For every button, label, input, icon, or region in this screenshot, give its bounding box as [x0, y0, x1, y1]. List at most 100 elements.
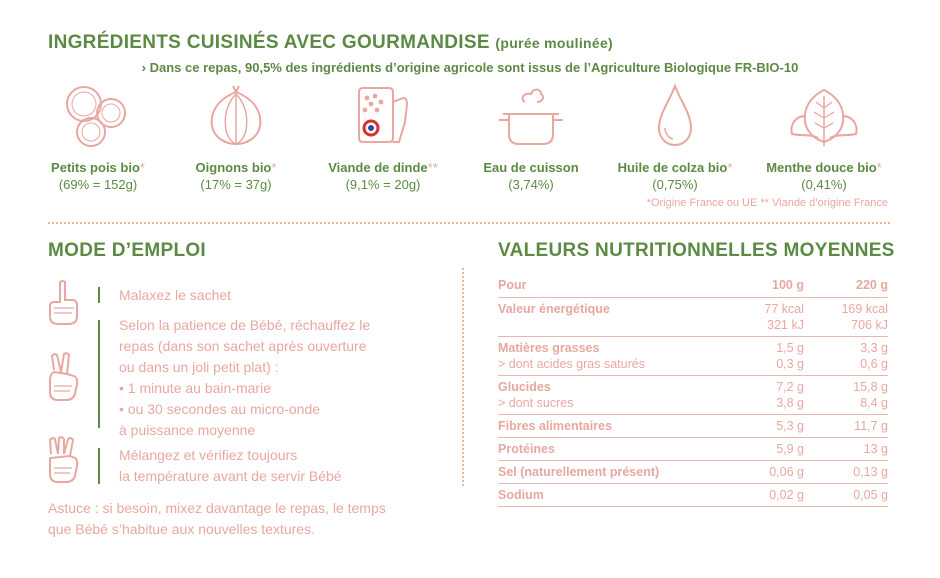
- ingredient-mark: *: [271, 160, 277, 175]
- value-100g-kj: 321 kJ: [767, 318, 804, 332]
- row-label: Sel (naturellement présent): [498, 460, 738, 484]
- step-line: Selon la patience de Bébé, réchauffez le: [119, 317, 371, 333]
- turkey-meat-icon: [358, 87, 409, 143]
- value-220g: 3,3 g: [860, 341, 888, 355]
- ingredient-name: Oignons bio: [195, 160, 272, 175]
- tip-line: Astuce : si besoin, mixez davantage le r…: [48, 500, 386, 516]
- origin-note: *Origine France ou UE ** Viande d’origin…: [646, 197, 888, 209]
- ingredients-subtitle: (purée moulinée): [495, 35, 613, 51]
- step-line: à puissance moyenne: [119, 422, 256, 438]
- value-100g: 5,3 g: [738, 414, 804, 438]
- nutrition-title: VALEURS NUTRITIONNELLES MOYENNES: [498, 240, 895, 261]
- table-row: Fibres alimentaires 5,3 g 11,7 g: [498, 414, 888, 438]
- row-sub-label: > dont sucres: [498, 396, 574, 410]
- value-100g: 0,06 g: [738, 460, 804, 484]
- ingredient-name: Petits pois bio: [51, 160, 140, 175]
- row-label: Valeur énergétique: [498, 297, 738, 337]
- ingredient-qty: (17% = 37g): [200, 177, 272, 192]
- step-bar: [98, 287, 100, 303]
- value-220g-sub: 0,6 g: [860, 357, 888, 371]
- mint-leaf-icon: [790, 88, 858, 146]
- vertical-dotted-divider: [462, 268, 464, 486]
- row-sub-label: > dont acides gras saturés: [498, 357, 645, 371]
- row-label: Glucides: [498, 380, 551, 394]
- ingredients-title-text: INGRÉDIENTS CUISINÉS AVEC GOURMANDISE: [48, 32, 490, 53]
- value-220g: 13 g: [804, 437, 888, 461]
- row-label: Fibres alimentaires: [498, 414, 738, 438]
- tip-line: que Bébé s’habitue aux nouvelles texture…: [48, 521, 315, 537]
- value-220g-sub: 8,4 g: [860, 396, 888, 410]
- value-100g: 77 kcal: [764, 302, 804, 316]
- horizontal-dotted-divider: [48, 222, 890, 224]
- header-col-100g: 100 g: [738, 274, 804, 298]
- ingredient-name: Menthe douce bio: [766, 160, 877, 175]
- step-1-text: Malaxez le sachet: [119, 285, 231, 306]
- header-label: Pour: [498, 274, 738, 298]
- ingredient-onion: Oignons bio* (17% = 37g): [161, 82, 311, 192]
- value-220g: 0,05 g: [804, 483, 888, 507]
- ingredient-name: Eau de cuisson: [483, 160, 579, 175]
- ingredient-name: Huile de colza bio: [617, 160, 728, 175]
- hand-two-fingers-icon: [49, 352, 79, 401]
- row-label: Sodium: [498, 483, 738, 507]
- value-100g: 7,2 g: [776, 380, 804, 394]
- value-100g: 0,02 g: [738, 483, 804, 507]
- onion-icon: [210, 85, 262, 146]
- oil-drop-icon: [657, 83, 693, 147]
- tip-text: Astuce : si besoin, mixez davantage le r…: [48, 498, 386, 540]
- ingredient-qty: (9,1% = 20g): [345, 177, 421, 192]
- ingredients-title: INGRÉDIENTS CUISINÉS AVEC GOURMANDISE (p…: [48, 32, 613, 54]
- table-row: Sodium 0,02 g 0,05 g: [498, 483, 888, 507]
- step-line: • 1 minute au bain-marie: [119, 380, 271, 396]
- step-line: • ou 30 secondes au micro-onde: [119, 401, 321, 417]
- table-row: Protéines 5,9 g 13 g: [498, 437, 888, 461]
- table-row: Glucides > dont sucres 7,2 g 3,8 g 15,8 g 8…: [498, 375, 888, 415]
- peas-icon: [66, 86, 126, 147]
- table-row: Valeur énergétique 77 kcal 321 kJ 169 kca…: [498, 297, 888, 337]
- table-row: Matières grasses > dont acides gras satur…: [498, 336, 888, 376]
- ingredient-peas: Petits pois bio* (69% = 152g): [23, 82, 173, 192]
- step-bar: [98, 448, 100, 484]
- ingredient-qty: (0,75%): [652, 177, 698, 192]
- ingredient-mark: *: [876, 160, 882, 175]
- value-220g: 11,7 g: [804, 414, 888, 438]
- table-row: Pour 100 g 220 g: [498, 274, 888, 298]
- row-label: Protéines: [498, 437, 738, 461]
- value-100g-sub: 3,8 g: [776, 396, 804, 410]
- step-line: la température avant de servir Bébé: [119, 468, 342, 484]
- ingredient-mint: Menthe douce bio* (0,41%): [749, 82, 899, 192]
- header-col-220g: 220 g: [804, 274, 888, 298]
- row-label: Matières grasses: [498, 341, 600, 355]
- ingredient-qty: (3,74%): [508, 177, 554, 192]
- step-line: Mélangez et vérifiez toujours: [119, 447, 298, 463]
- step-bar: [98, 320, 100, 428]
- ingredient-name: Viande de dinde: [328, 160, 428, 175]
- ingredient-mark: *: [139, 160, 145, 175]
- ingredient-mark: **: [427, 160, 438, 175]
- ingredient-qty: (69% = 152g): [58, 177, 138, 192]
- value-220g-kj: 706 kJ: [851, 318, 888, 332]
- step-line: ou dans un joli petit plat) :: [119, 359, 279, 375]
- value-100g: 5,9 g: [738, 437, 804, 461]
- mode-emploi-title: MODE D’EMPLOI: [48, 240, 207, 261]
- ingredient-mark: *: [727, 160, 733, 175]
- cooking-pot-icon: [499, 88, 563, 145]
- hand-three-fingers-icon: [48, 436, 79, 483]
- step-line: repas (dans son sachet après ouverture: [119, 338, 367, 354]
- value-100g-sub: 0,3 g: [776, 357, 804, 371]
- hand-one-finger-icon: [49, 280, 78, 325]
- table-row: Sel (naturellement présent) 0,06 g 0,13 …: [498, 460, 888, 484]
- value-220g: 169 kcal: [841, 302, 888, 316]
- ingredient-oil: Huile de colza bio* (0,75%): [600, 82, 750, 192]
- value-220g: 15,8 g: [853, 380, 888, 394]
- value-100g: 1,5 g: [776, 341, 804, 355]
- bio-percentage-line: › Dans ce repas, 90,5% des ingrédients d…: [141, 60, 799, 75]
- step-2-text: Selon la patience de Bébé, réchauffez le…: [119, 315, 370, 441]
- nutrition-table: Pour 100 g 220 g Valeur énergétique 77 k…: [498, 274, 888, 507]
- step-line: Malaxez le sachet: [119, 287, 232, 303]
- step-3-text: Mélangez et vérifiez toujours la tempéra…: [119, 445, 342, 487]
- ingredient-qty: (0,41%): [801, 177, 847, 192]
- value-220g: 0,13 g: [804, 460, 888, 484]
- ingredient-water: Eau de cuisson (3,74%): [456, 82, 606, 192]
- ingredient-turkey: Viande de dinde** (9,1% = 20g): [308, 82, 458, 192]
